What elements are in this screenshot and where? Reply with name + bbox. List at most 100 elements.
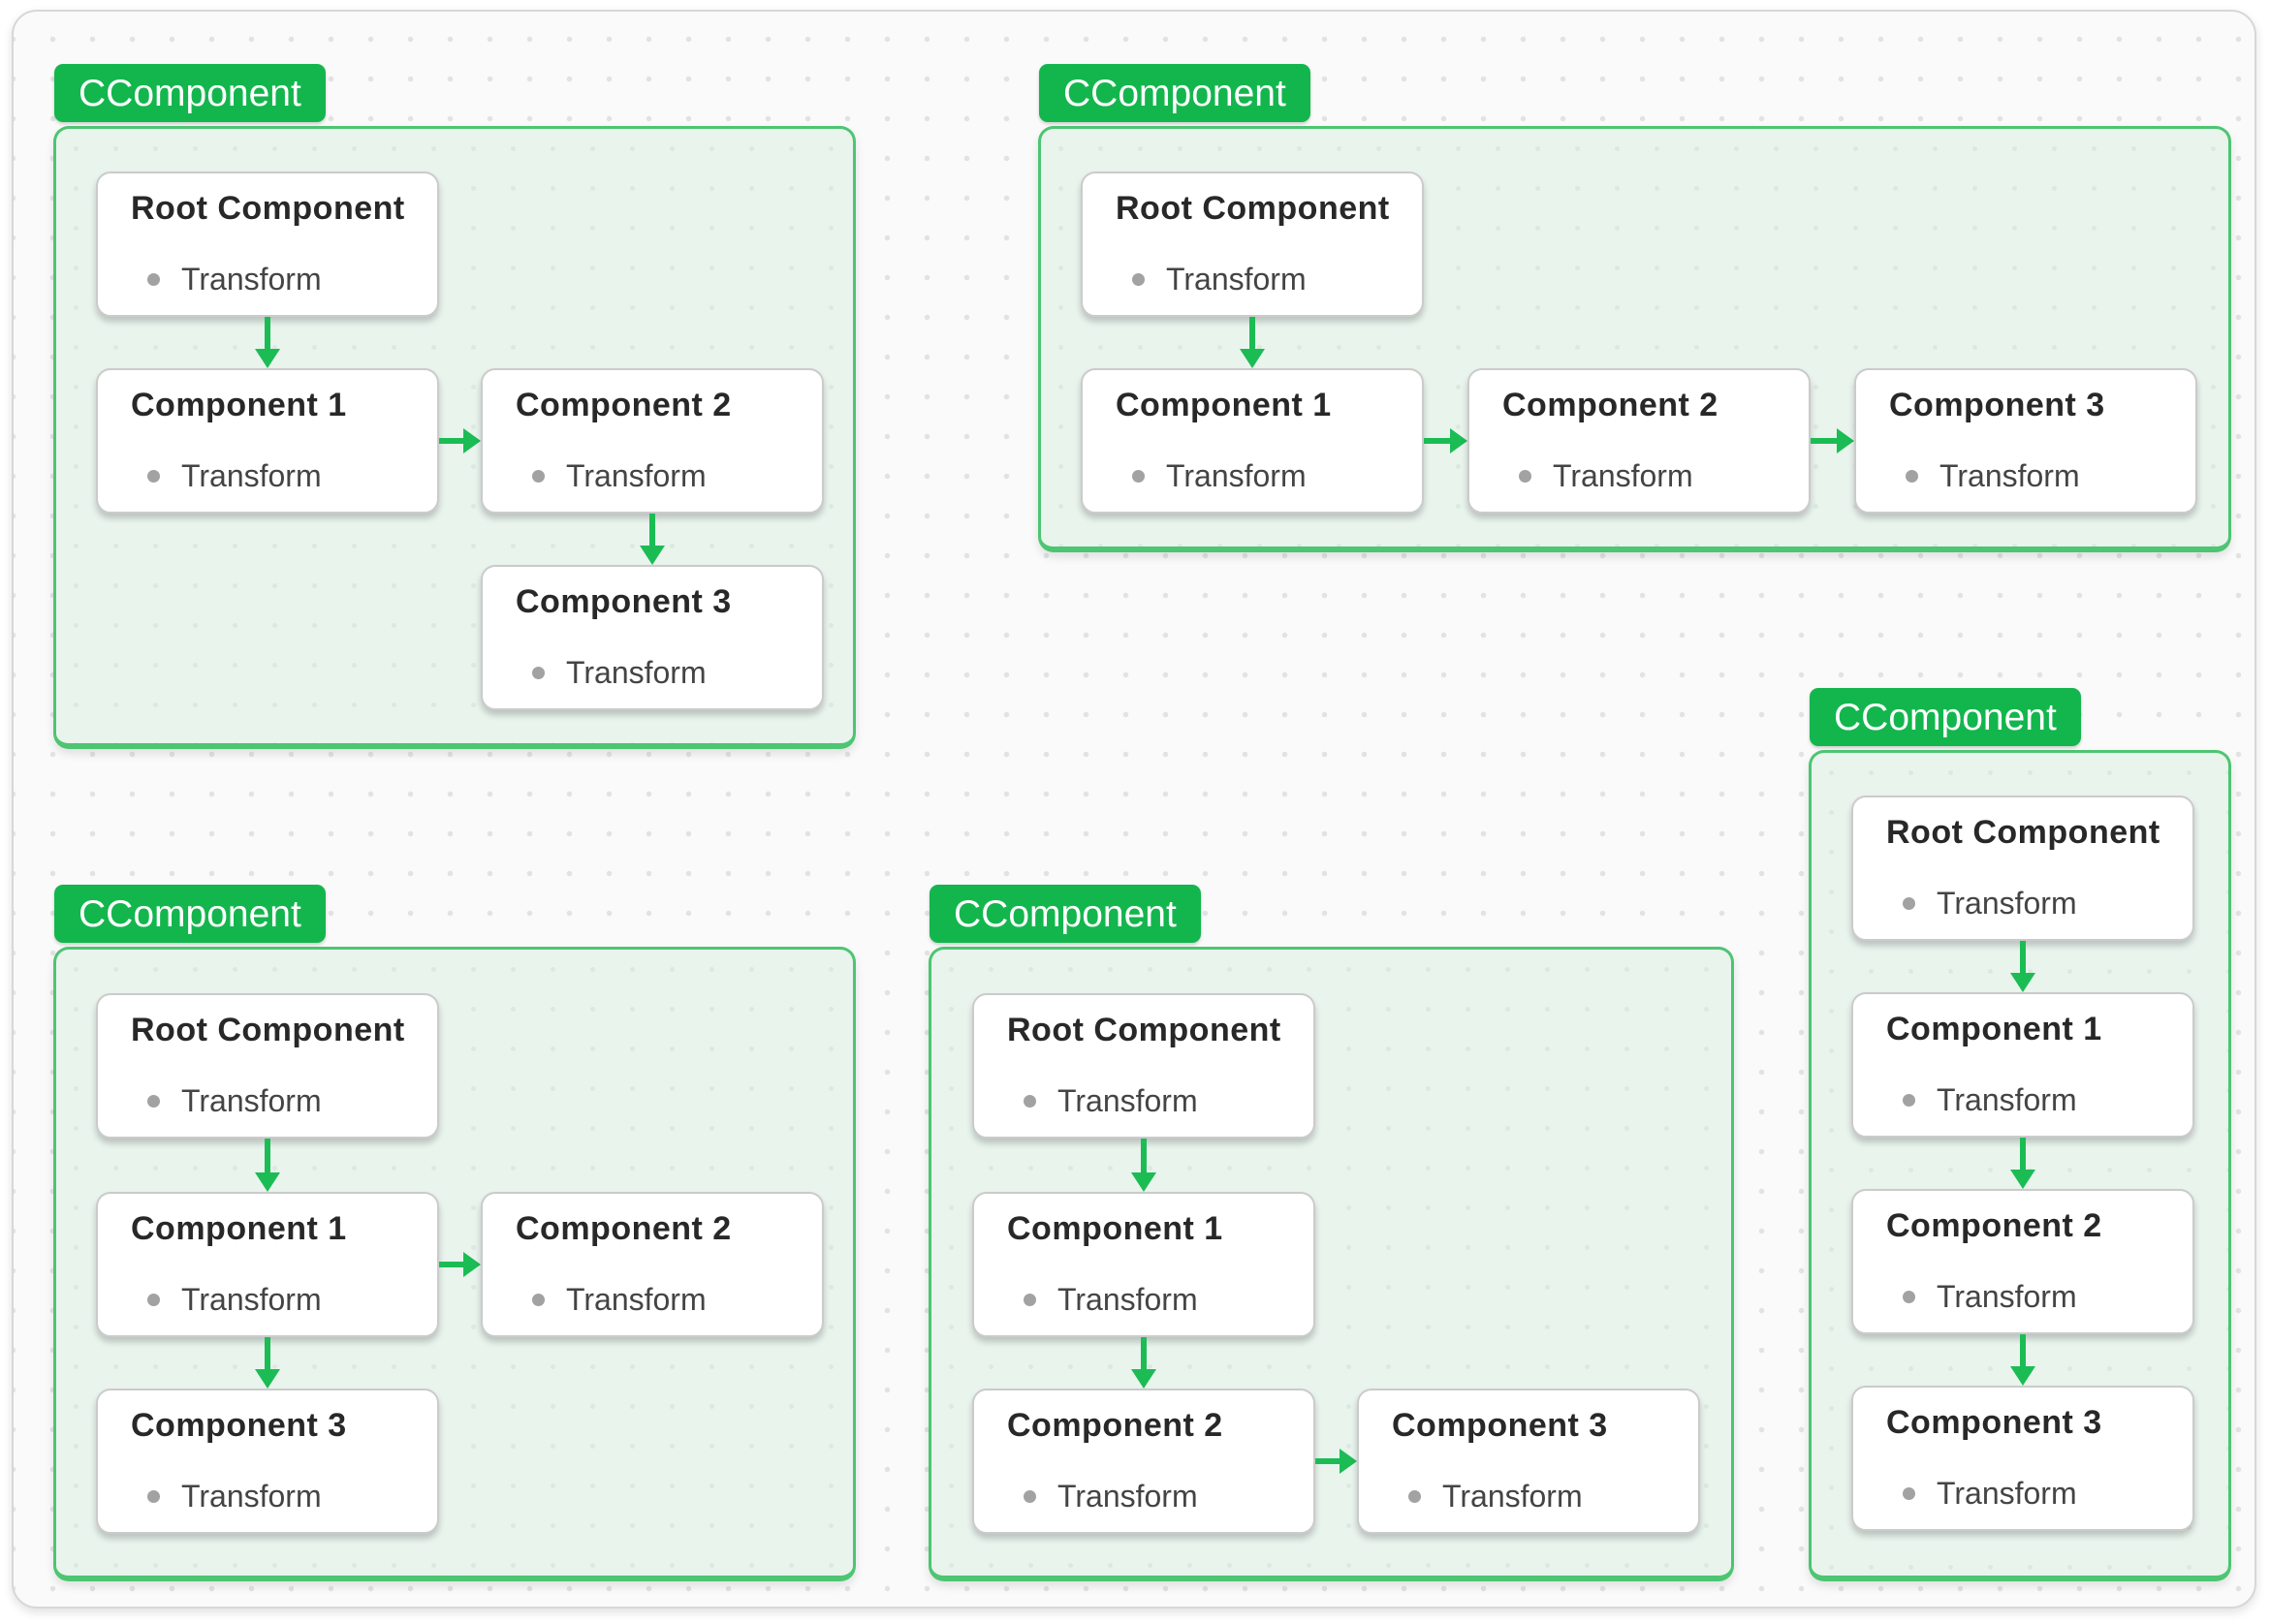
node-item: Transform xyxy=(516,458,804,494)
node-item: Transform xyxy=(1886,1279,2175,1315)
node-item: Transform xyxy=(516,1282,804,1318)
node-item: Transform xyxy=(131,1479,420,1515)
node-title: Component 2 xyxy=(1886,1207,2102,1244)
bullet-dot xyxy=(532,1294,545,1306)
node-component-2: Component 2 Transform xyxy=(481,1192,824,1337)
arrow-right-icon xyxy=(439,428,481,453)
node-title: Component 1 xyxy=(1886,1011,2102,1047)
arrow-right-icon xyxy=(439,1252,481,1277)
arrow-down-icon xyxy=(640,514,665,565)
node-item-label: Transform xyxy=(566,655,707,690)
group-badge: CComponent xyxy=(1039,64,1310,122)
node-title: Component 2 xyxy=(516,1210,732,1247)
node-item-label: Transform xyxy=(1057,1282,1198,1317)
group-badge: CComponent xyxy=(54,885,326,943)
bullet-dot xyxy=(147,470,160,483)
node-item-label: Transform xyxy=(1057,1083,1198,1118)
node-item-label: Transform xyxy=(1166,262,1307,297)
node-item: Transform xyxy=(131,1083,420,1119)
bullet-dot xyxy=(147,273,160,286)
node-item: Transform xyxy=(1007,1083,1296,1119)
bullet-dot xyxy=(1903,1291,1915,1303)
bullet-dot xyxy=(1903,1487,1915,1500)
bullet-dot xyxy=(1024,1490,1036,1503)
node-component-1: Component 1 Transform xyxy=(1081,368,1424,514)
node-item: Transform xyxy=(1889,458,2178,494)
node-title: Root Component xyxy=(1007,1012,1281,1048)
node-component-1: Component 1 Transform xyxy=(96,1192,439,1337)
node-item: Transform xyxy=(1116,262,1404,297)
node-item: Transform xyxy=(1116,458,1404,494)
node-item-label: Transform xyxy=(181,1479,322,1514)
node-root-component: Root Component Transform xyxy=(1851,796,2194,941)
node-component-3: Component 3 Transform xyxy=(1854,368,2197,514)
node-title: Root Component xyxy=(1886,814,2160,851)
node-component-1: Component 1 Transform xyxy=(96,368,439,514)
bullet-dot xyxy=(1024,1294,1036,1306)
node-title: Component 3 xyxy=(1886,1404,2102,1441)
node-item: Transform xyxy=(131,1282,420,1318)
arrow-down-icon xyxy=(255,317,280,368)
node-title: Component 1 xyxy=(1007,1210,1223,1247)
node-item-label: Transform xyxy=(1057,1479,1198,1514)
node-item-label: Transform xyxy=(1937,1476,2077,1511)
component-group-right: CComponent Root Component Transform Comp… xyxy=(1809,688,2231,1581)
node-title: Root Component xyxy=(131,190,405,227)
node-component-2: Component 2 Transform xyxy=(1467,368,1811,514)
bullet-dot xyxy=(1903,1094,1915,1107)
node-title: Root Component xyxy=(1116,190,1390,227)
node-item-label: Transform xyxy=(181,1083,322,1118)
component-group-bottom-middle: CComponent Root Component Transform Comp… xyxy=(929,885,1734,1581)
node-title: Component 2 xyxy=(1502,387,1718,423)
node-item-label: Transform xyxy=(181,458,322,493)
node-component-2: Component 2 Transform xyxy=(1851,1189,2194,1334)
node-item: Transform xyxy=(1007,1282,1296,1318)
node-component-1: Component 1 Transform xyxy=(972,1192,1315,1337)
node-root-component: Root Component Transform xyxy=(972,993,1315,1139)
arrow-down-icon xyxy=(1131,1139,1156,1192)
bullet-dot xyxy=(1024,1095,1036,1108)
arrow-right-icon xyxy=(1424,428,1467,453)
group-badge: CComponent xyxy=(930,885,1201,943)
node-item-label: Transform xyxy=(566,458,707,493)
node-component-2: Component 2 Transform xyxy=(481,368,824,514)
group-badge: CComponent xyxy=(1810,688,2081,746)
node-item-label: Transform xyxy=(181,262,322,297)
bullet-dot xyxy=(1132,470,1145,483)
node-component-1: Component 1 Transform xyxy=(1851,992,2194,1138)
arrow-down-icon xyxy=(1131,1337,1156,1389)
arrow-down-icon xyxy=(1240,317,1265,368)
node-component-3: Component 3 Transform xyxy=(96,1389,439,1534)
bullet-dot xyxy=(147,1294,160,1306)
node-item: Transform xyxy=(131,458,420,494)
arrow-right-icon xyxy=(1315,1449,1357,1474)
node-item: Transform xyxy=(1886,886,2175,921)
node-item: Transform xyxy=(1007,1479,1296,1515)
bullet-dot xyxy=(1408,1490,1421,1503)
arrow-down-icon xyxy=(2010,1138,2035,1189)
arrow-down-icon xyxy=(255,1337,280,1389)
diagram-canvas: CComponent Root Component Transform Comp… xyxy=(12,10,2256,1608)
node-component-3: Component 3 Transform xyxy=(1851,1386,2194,1531)
node-item-label: Transform xyxy=(1553,458,1693,493)
node-title: Component 1 xyxy=(131,387,347,423)
node-title: Component 2 xyxy=(1007,1407,1223,1444)
node-item: Transform xyxy=(1886,1476,2175,1512)
arrow-down-icon xyxy=(2010,1334,2035,1386)
node-component-2: Component 2 Transform xyxy=(972,1389,1315,1534)
node-root-component: Root Component Transform xyxy=(1081,172,1424,317)
component-group-top-right: CComponent Root Component Transform Comp… xyxy=(1038,64,2231,552)
node-item: Transform xyxy=(1502,458,1791,494)
node-item: Transform xyxy=(131,262,420,297)
node-item-label: Transform xyxy=(1937,1279,2077,1314)
node-title: Component 3 xyxy=(1889,387,2105,423)
bullet-dot xyxy=(532,470,545,483)
node-item-label: Transform xyxy=(1937,886,2077,921)
node-item-label: Transform xyxy=(566,1282,707,1317)
node-item-label: Transform xyxy=(1939,458,2080,493)
node-title: Root Component xyxy=(131,1012,405,1048)
arrow-down-icon xyxy=(2010,941,2035,992)
arrow-right-icon xyxy=(1811,428,1854,453)
node-component-3: Component 3 Transform xyxy=(481,565,824,710)
